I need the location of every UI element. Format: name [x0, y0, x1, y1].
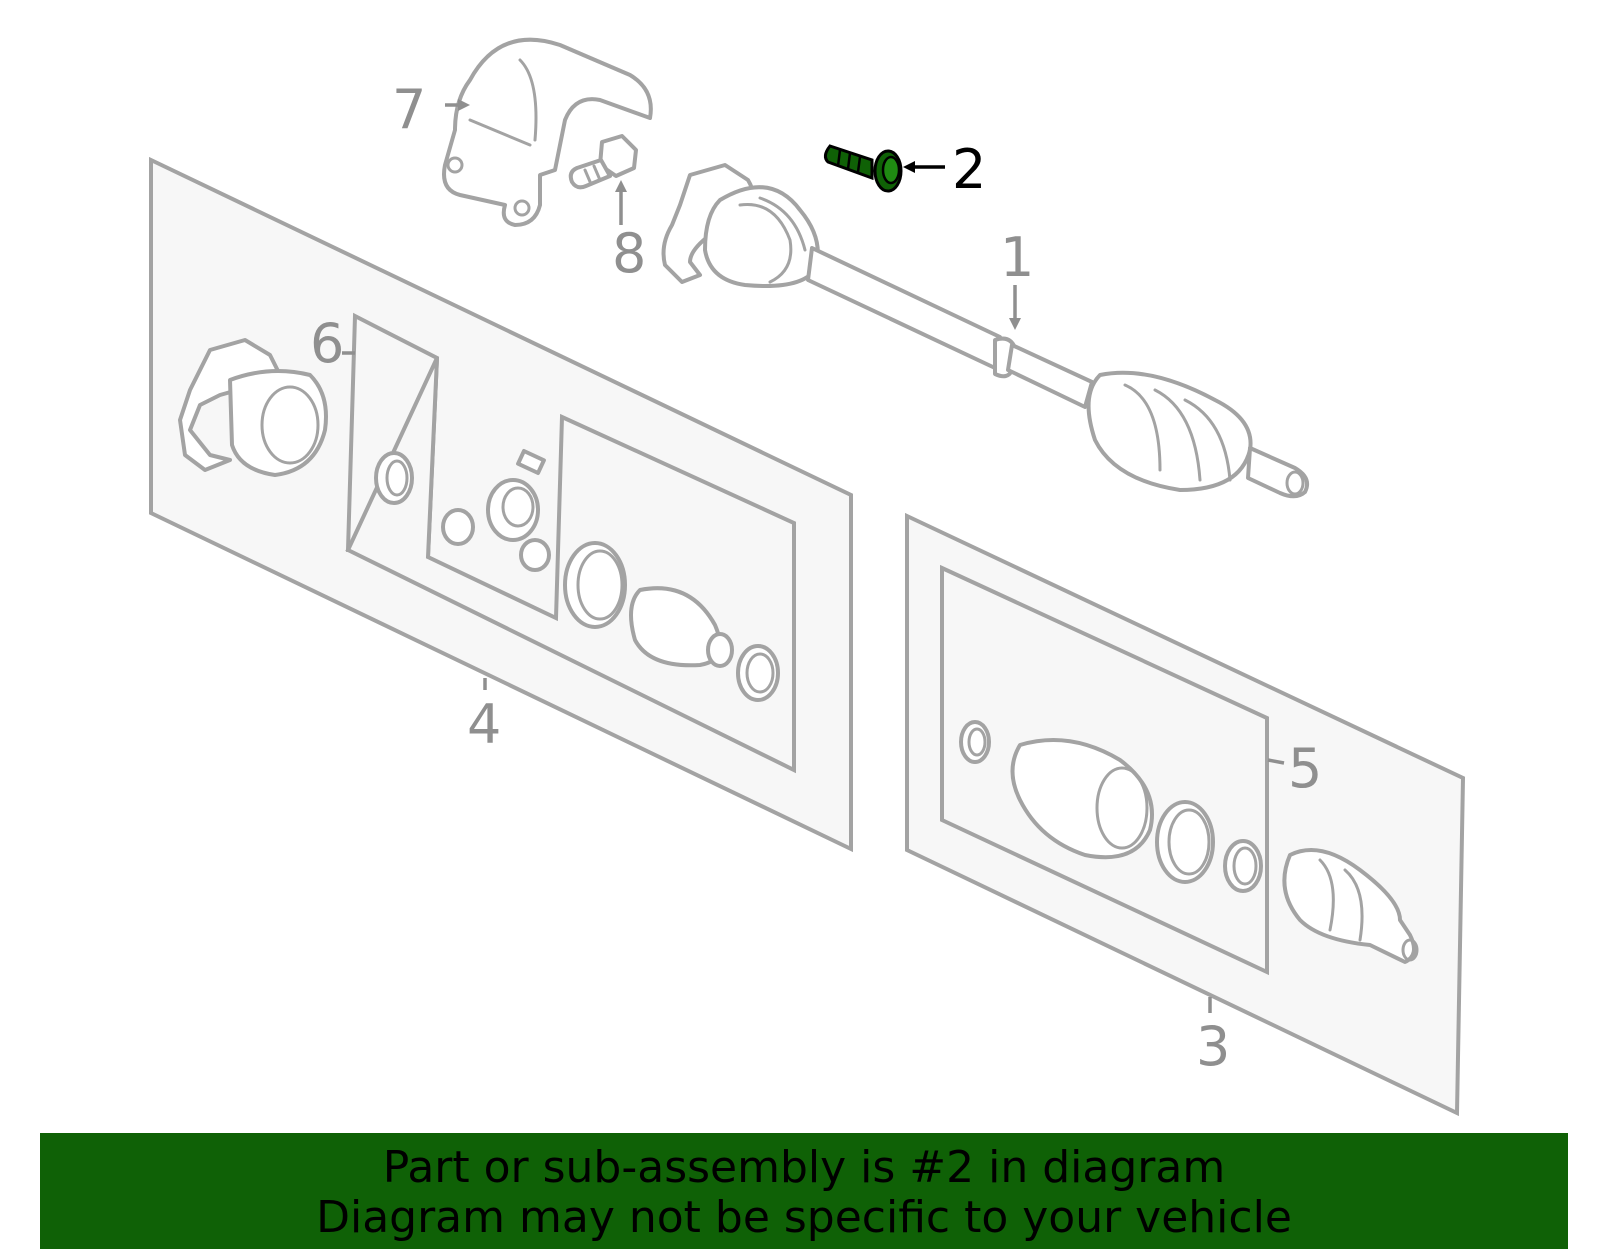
snap-ring-5 — [1223, 839, 1263, 893]
heat-shield-part-7[interactable] — [442, 37, 653, 227]
callout-8: 8 — [612, 222, 646, 285]
callout-4: 4 — [467, 693, 501, 756]
arrowhead-8 — [615, 180, 627, 192]
bolt-part-8[interactable] — [568, 134, 638, 190]
callout-7: 7 — [392, 78, 426, 141]
outer-cv-joint-3 — [1282, 848, 1419, 964]
cv-boot-4 — [629, 586, 734, 668]
axle-shaft-part-1[interactable] — [661, 163, 1309, 499]
leader-5 — [1267, 758, 1285, 765]
callout-3: 3 — [1196, 1015, 1230, 1078]
callout-2: 2 — [952, 138, 986, 201]
boot-clamp-small — [736, 644, 780, 702]
boot-clamp-large — [563, 541, 627, 629]
snap-ring-6 — [374, 451, 414, 505]
joint-cage — [441, 449, 551, 572]
footer-line-2: Diagram may not be specific to your vehi… — [316, 1192, 1292, 1243]
arrowhead-7 — [458, 99, 470, 111]
boot-clamp-5 — [1155, 800, 1215, 884]
callout-6: 6 — [310, 312, 344, 375]
footer-line-1: Part or sub-assembly is #2 in diagram — [382, 1142, 1226, 1193]
small-clamp-5 — [959, 720, 991, 764]
bolt-part-2-highlighted[interactable] — [823, 144, 903, 193]
callout-1: 1 — [1000, 226, 1034, 289]
callout-5: 5 — [1288, 737, 1322, 800]
arrowhead-1 — [1009, 318, 1021, 330]
arrowhead-2 — [903, 161, 915, 173]
cv-joint-housing — [178, 338, 328, 477]
cv-boot-5 — [1010, 738, 1154, 860]
footer-banner: Part or sub-assembly is #2 in diagram Di… — [40, 1133, 1568, 1249]
